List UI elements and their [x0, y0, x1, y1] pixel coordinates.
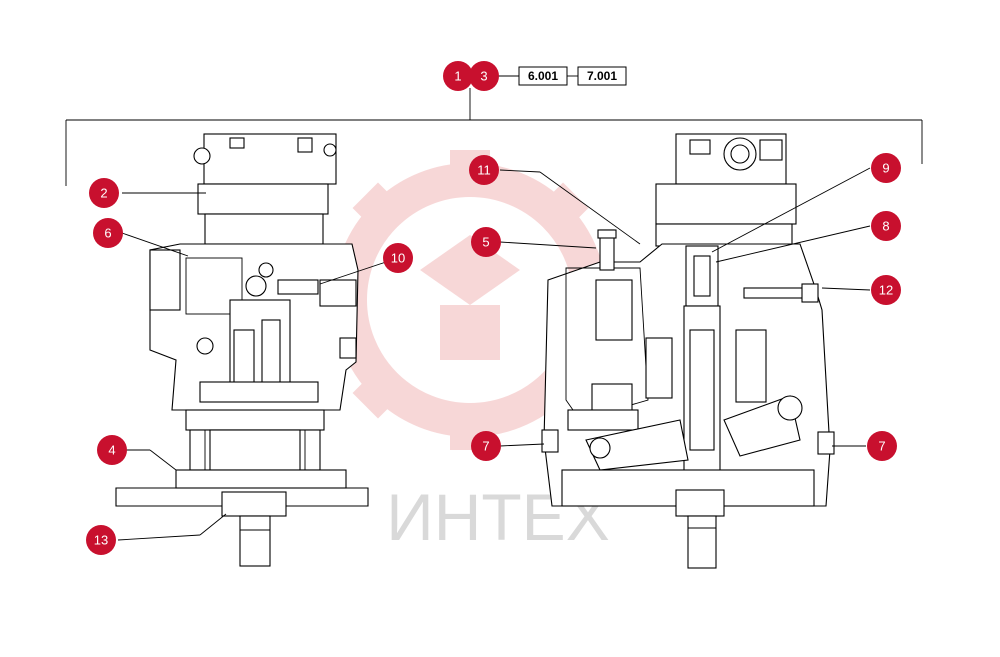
svg-text:11: 11 [477, 163, 491, 178]
svg-text:8: 8 [882, 219, 889, 234]
callout-6[interactable]: 6 [93, 218, 123, 248]
svg-text:10: 10 [391, 251, 405, 266]
assembly-bracket [65, 75, 923, 186]
callout-8[interactable]: 8 [871, 211, 901, 241]
callout-13[interactable]: 13 [86, 525, 116, 555]
svg-text:12: 12 [879, 283, 893, 298]
svg-text:13: 13 [94, 533, 108, 548]
callout-2[interactable]: 2 [89, 178, 119, 208]
callout-3[interactable]: 3 [469, 61, 499, 91]
svg-text:1: 1 [454, 69, 461, 84]
callout-11[interactable]: 11 [469, 155, 499, 185]
svg-text:7.001: 7.001 [587, 69, 617, 83]
svg-text:6: 6 [104, 226, 111, 241]
reference-box-6001[interactable]: 6.001 [518, 66, 568, 86]
callout-1[interactable]: 1 [443, 61, 473, 91]
callout-5[interactable]: 5 [471, 227, 501, 257]
callout-12[interactable]: 12 [871, 275, 901, 305]
svg-text:3: 3 [480, 69, 487, 84]
callout-9[interactable]: 9 [871, 153, 901, 183]
reference-box-7001[interactable]: 7.001 [577, 66, 627, 86]
callout-7-left[interactable]: 7 [471, 431, 501, 461]
left-pump-view [115, 133, 369, 567]
svg-text:4: 4 [108, 443, 115, 458]
leader-lines [117, 167, 871, 541]
right-pump-view [541, 133, 835, 569]
svg-text:6.001: 6.001 [528, 69, 558, 83]
svg-text:2: 2 [100, 186, 107, 201]
callout-7-right[interactable]: 7 [867, 431, 897, 461]
svg-text:5: 5 [482, 235, 489, 250]
callout-10[interactable]: 10 [383, 243, 413, 273]
svg-text:9: 9 [882, 161, 889, 176]
svg-text:7: 7 [878, 439, 885, 454]
callout-4[interactable]: 4 [97, 435, 127, 465]
svg-text:7: 7 [482, 439, 489, 454]
